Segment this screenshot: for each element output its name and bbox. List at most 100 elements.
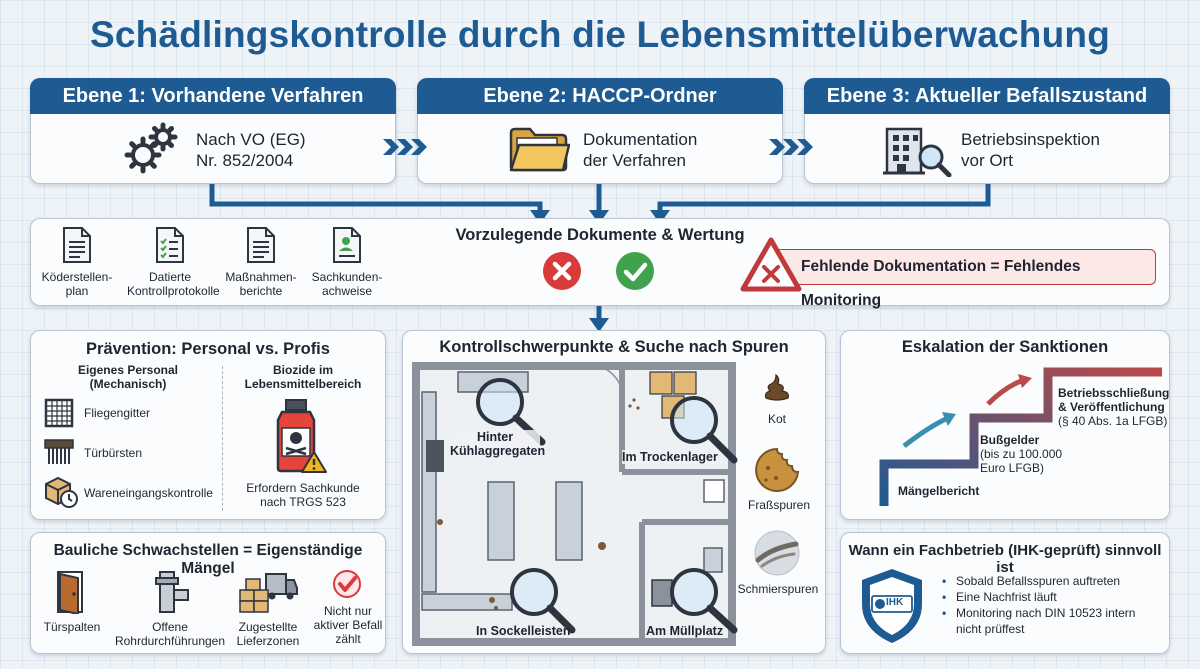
escalation-step-2c: Euro LFGB) — [980, 461, 1045, 475]
escalation-step-3a: Betriebsschließung — [1058, 386, 1170, 400]
level-1-line2: Nr. 852/2004 — [196, 151, 294, 170]
structural-item-4a: Nicht nur — [323, 604, 373, 618]
droppings-icon — [764, 373, 789, 401]
level-3-card: Ebene 3: Aktueller Befallszustand Betrie… — [804, 78, 1170, 184]
level-2-line1: Dokumentation — [583, 130, 698, 149]
spot-dry-storage: Im Trockenlager — [622, 450, 718, 464]
spot-waste: Am Müllplatz — [646, 624, 724, 638]
level-1-card: Ebene 1: Vorhandene Verfahren Nach VO (E… — [30, 78, 396, 184]
ihk-bullet-2: Eine Nachfrist läuft — [942, 589, 1135, 605]
level-3-line1: Betriebsinspektion — [961, 130, 1100, 149]
gears-icon — [124, 122, 178, 174]
level-3-line2: vor Ort — [961, 151, 1013, 170]
biocide-note-1: Erfordern Sachkunde — [246, 481, 360, 495]
document-icon — [247, 227, 275, 263]
doc-label-3a: Maßnahmen- — [225, 270, 297, 284]
biocide-subtitle: Lebensmittelbereich — [244, 377, 362, 391]
doc-label-1a: Köderstellen- — [41, 270, 113, 284]
focus-title: Kontrollschwerpunkte & Suche nach Spuren — [439, 338, 789, 356]
level-1-header: Ebene 1: Vorhandene Verfahren — [30, 78, 396, 114]
prevention-panel — [30, 330, 386, 520]
page-title: Schädlingskontrolle durch die Lebensmitt… — [89, 14, 1111, 55]
level-2-card: Ebene 2: HACCP-Ordner Dokumentation der … — [417, 78, 783, 184]
chevron-arrows-icon — [383, 139, 427, 155]
escalation-step-3b: & Veröffentlichung — [1058, 400, 1165, 414]
level-2-header: Ebene 2: HACCP-Ordner — [417, 78, 783, 114]
escalation-step-2b: (bis zu 100.000 — [980, 447, 1063, 461]
checklist-document-icon — [156, 227, 184, 263]
certificate-icon — [333, 227, 361, 263]
level-1-line1: Nach VO (EG) — [196, 130, 306, 149]
own-staff-subtitle: (Mechanisch) — [89, 377, 167, 391]
prevention-divider — [222, 366, 223, 511]
ihk-bullet-3: Monitoring nach DIN 10523 intern — [942, 605, 1135, 621]
spot-cooling-2: Kühlaggregaten — [450, 444, 546, 458]
spot-cooling-1: Hinter — [476, 430, 514, 444]
escalation-step-3c: (§ 40 Abs. 1a LFGB) — [1058, 414, 1168, 428]
escalation-stairs — [879, 367, 1162, 506]
ihk-list: Sobald Befallsspuren auftreten Eine Nach… — [942, 573, 1135, 637]
door-icon — [57, 571, 83, 614]
doc-label-4b: achweise — [321, 284, 373, 298]
prevention-item-1: Fliegengitter — [84, 406, 151, 420]
folder-icon — [509, 127, 570, 172]
doc-label-2a: Datierte — [148, 270, 192, 284]
prevention-item-3: Wareneingangskontrolle — [84, 486, 213, 500]
doc-control-protocols: Datierte Kontrollprotokolle — [127, 226, 220, 298]
prevention-item-2: Türbürsten — [84, 446, 143, 460]
checkmark-badge-icon — [333, 570, 361, 598]
flow-connectors — [209, 184, 991, 332]
escalation-step-2a: Bußgelder — [980, 433, 1040, 447]
escalation-step-1: Mängelbericht — [898, 484, 980, 498]
doc-competence-proofs: Sachkunden- achweise — [304, 226, 390, 298]
missing-docs-warning: Fehlende Dokumentation = Fehlendes Monit… — [772, 249, 1156, 309]
pipe-icon — [155, 571, 189, 613]
doc-label-4a: Sachkunden- — [311, 270, 383, 284]
gnaw-marks-icon — [755, 447, 800, 492]
structural-item-4c: zählt — [335, 632, 361, 646]
level-2-line2: der Verfahren — [583, 151, 687, 170]
spot-skirting: In Sockelleisten — [476, 624, 571, 638]
structural-item-3b: Lieferzonen — [236, 634, 300, 648]
delivery-truck-icon — [239, 573, 298, 613]
door-brush-icon — [44, 439, 74, 464]
escalation-title: Eskalation der Sanktionen — [901, 338, 1109, 356]
reject-icon — [543, 252, 581, 290]
package-clock-icon — [45, 476, 78, 508]
escalation-panel — [840, 330, 1170, 520]
trace-smear-marks: Schmierspuren — [737, 582, 819, 596]
structural-item-1: Türspalten — [43, 620, 101, 634]
trace-droppings: Kot — [767, 412, 786, 426]
floor-plan — [412, 362, 738, 646]
structural-title: Bauliche Schwachstellen = Eigenständige … — [53, 542, 363, 577]
warning-text: Fehlende Dokumentation = Fehlendes Monit… — [801, 258, 1081, 309]
structural-item-3a: Zugestellte — [238, 620, 298, 634]
trace-gnaw-marks: Fraßspuren — [747, 498, 811, 512]
ihk-bullet-1: Sobald Befallsspuren auftreten — [942, 573, 1135, 589]
chevron-arrows-icon — [769, 139, 813, 155]
doc-measure-reports: Maßnahmen- berichte — [218, 226, 304, 298]
structural-item-4b: aktiver Befall — [313, 618, 383, 632]
structural-item-2b: Rohrdurchführungen — [114, 634, 226, 648]
ihk-title: Wann ein Fachbetrieb (IHK-geprüft) sinnv… — [848, 542, 1162, 576]
doc-label-1b: plan — [65, 284, 89, 298]
building-magnifier-icon — [883, 127, 952, 177]
ihk-bullet-3b: nicht prüffest — [956, 622, 1025, 636]
document-icon — [63, 227, 91, 263]
level-3-header: Ebene 3: Aktueller Befallszustand — [804, 78, 1170, 114]
structural-panel — [30, 532, 386, 654]
structural-item-2a: Offene — [152, 620, 188, 634]
biocide-bottle-icon — [276, 399, 327, 473]
smear-marks-icon — [754, 530, 800, 576]
approve-icon — [616, 252, 654, 290]
doc-label-3b: berichte — [239, 284, 283, 298]
biocide-title: Biozide im — [272, 363, 333, 377]
biocide-note-2: nach TRGS 523 — [260, 495, 346, 509]
ihk-badge-text: IHK — [886, 597, 904, 608]
documents-title: Vorzulegende Dokumente & Wertung — [455, 226, 745, 244]
fly-screen-icon — [44, 398, 74, 428]
doc-bait-plan: Köderstellen- plan — [34, 226, 120, 298]
own-staff-title: Eigenes Personal — [77, 363, 179, 377]
prevention-title: Prävention: Personal vs. Profis — [86, 340, 330, 358]
shield-icon — [862, 569, 922, 643]
